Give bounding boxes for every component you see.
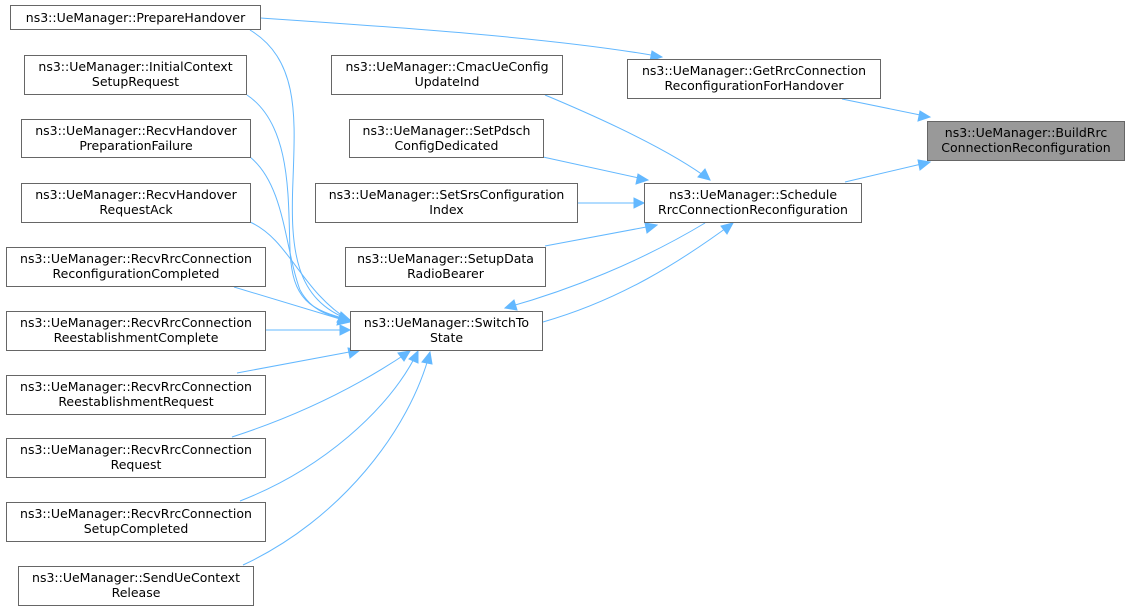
node-cmac-ue-config-update-ind[interactable]: ns3::UeManager::CmacUeConfig UpdateInd	[331, 55, 563, 95]
edge-setupdata-to-schedule	[544, 224, 658, 247]
edge-cmac-to-schedule	[544, 94, 711, 181]
node-label-line1: ns3::UeManager::RecvHandover	[35, 123, 237, 138]
node-switch-to-state[interactable]: ns3::UeManager::SwitchTo State	[350, 311, 543, 351]
edge-recvrrcreestrequest-to-switchto	[236, 349, 361, 374]
arrowhead	[635, 173, 650, 185]
edge-recvhandoverprepfail-to-switchto	[249, 156, 351, 321]
arrowhead	[421, 350, 433, 365]
edges-layer	[231, 17, 932, 566]
node-label-line1: ns3::UeManager::RecvHandover	[35, 187, 237, 202]
node-label-line2: State	[430, 330, 463, 345]
edge-schedule-to-switchto	[504, 222, 706, 309]
node-recv-rrc-connection-setup-completed[interactable]: ns3::UeManager::RecvRrcConnection SetupC…	[6, 502, 266, 542]
node-label-line1: ns3::UeManager::Schedule	[669, 187, 837, 202]
node-label-line1: ns3::UeManager::RecvRrcConnection	[20, 315, 252, 330]
edge-recvrrcsetupcompleted-to-switchto	[239, 350, 419, 502]
node-label-line1: ns3::UeManager::InitialContext	[38, 59, 232, 74]
node-label-line1: ns3::UeManager::GetRrcConnection	[642, 63, 866, 78]
node-recv-rrc-connection-reestablishment-complete[interactable]: ns3::UeManager::RecvRrcConnection Reesta…	[6, 311, 266, 351]
arrowhead	[503, 299, 518, 311]
node-label-line2: SetupRequest	[92, 74, 179, 89]
node-label-line1: ns3::UeManager::SwitchTo	[364, 315, 529, 330]
arrowhead	[397, 350, 411, 362]
node-recv-rrc-connection-reestablishment-request[interactable]: ns3::UeManager::RecvRrcConnection Reesta…	[6, 375, 266, 415]
arrowhead	[697, 168, 711, 181]
edge-recvrrcreconfigcompleted-to-switchto	[233, 286, 351, 323]
edge-recvhandoverreqack-to-switchto	[249, 221, 351, 322]
nodes-layer: ns3::UeManager::PrepareHandover ns3::UeM…	[6, 5, 1125, 606]
edge-get-rrc-to-build-rrc	[841, 98, 931, 118]
arrowhead	[720, 222, 734, 235]
node-set-pdsch-config-dedicated[interactable]: ns3::UeManager::SetPdsch ConfigDedicated	[349, 119, 544, 158]
edge-schedule-to-build-rrc	[844, 161, 931, 183]
node-label-line1: ns3::UeManager::BuildRrc	[945, 125, 1108, 140]
node-label-line2: ConnectionReconfiguration	[941, 140, 1110, 155]
node-label-line2: ReestablishmentComplete	[54, 330, 219, 345]
node-build-rrc-connection-reconfiguration[interactable]: ns3::UeManager::BuildRrc ConnectionRecon…	[927, 121, 1125, 161]
node-label-line1: ns3::UeManager::RecvRrcConnection	[20, 506, 252, 521]
arrowhead	[633, 197, 646, 209]
arrowhead	[917, 159, 932, 171]
node-label-line1: ns3::UeManager::RecvRrcConnection	[20, 379, 252, 394]
node-set-srs-configuration-index[interactable]: ns3::UeManager::SetSrsConfiguration Inde…	[315, 183, 578, 223]
node-label-line2: ConfigDedicated	[395, 138, 499, 153]
node-setup-data-radio-bearer[interactable]: ns3::UeManager::SetupData RadioBearer	[345, 247, 546, 287]
node-recv-handover-request-ack[interactable]: ns3::UeManager::RecvHandover RequestAck	[21, 183, 251, 223]
node-label-line1: ns3::UeManager::RecvRrcConnection	[20, 442, 252, 457]
node-label-line2: ReestablishmentRequest	[58, 394, 213, 409]
edge-switchto-to-schedule	[542, 222, 734, 323]
node-recv-rrc-connection-reconfiguration-completed[interactable]: ns3::UeManager::RecvRrcConnection Reconf…	[6, 247, 266, 287]
edge-recvrrcrequest-to-switchto	[231, 350, 411, 438]
node-label-line2: ReconfigurationForHandover	[664, 78, 844, 93]
node-label-line1: ns3::UeManager::CmacUeConfig	[345, 59, 548, 74]
edge-prepare-handover-to-get-rrc-connection	[260, 17, 663, 58]
node-label-line1: ns3::UeManager::SetupData	[357, 251, 534, 266]
edge-prepare-handover-to-switchto	[249, 29, 351, 321]
node-label-line1: ns3::UeManager::SendUeContext	[32, 570, 240, 585]
node-get-rrc-connection-reconfiguration-for-handover[interactable]: ns3::UeManager::GetRrcConnection Reconfi…	[627, 59, 881, 99]
node-initial-context-setup-request[interactable]: ns3::UeManager::InitialContext SetupRequ…	[24, 55, 247, 95]
node-label-line2: PreparationFailure	[79, 138, 193, 153]
arrowhead	[339, 324, 352, 336]
node-prepare-handover[interactable]: ns3::UeManager::PrepareHandover	[10, 5, 261, 30]
node-label-line1: ns3::UeManager::SetPdsch	[363, 123, 531, 138]
arrowhead	[408, 349, 419, 364]
node-label-line1: ns3::UeManager::RecvRrcConnection	[20, 251, 252, 266]
node-label-line2: RrcConnectionReconfiguration	[658, 202, 848, 217]
edge-senduecontextrelease-to-switchto	[242, 351, 431, 566]
node-label-line2: Release	[112, 585, 161, 600]
arrowhead	[644, 222, 659, 234]
node-label-line2: ReconfigurationCompleted	[53, 266, 220, 281]
node-label-line2: RequestAck	[99, 202, 173, 217]
node-label-line1: ns3::UeManager::PrepareHandover	[26, 10, 246, 25]
node-label-line2: UpdateInd	[415, 74, 480, 89]
node-send-ue-context-release[interactable]: ns3::UeManager::SendUeContext Release	[18, 566, 254, 606]
node-recv-handover-preparation-failure[interactable]: ns3::UeManager::RecvHandover Preparation…	[21, 119, 251, 158]
node-label-line2: Request	[111, 457, 162, 472]
arrowhead	[336, 314, 352, 326]
node-label-line2: Index	[429, 202, 463, 217]
node-recv-rrc-connection-request[interactable]: ns3::UeManager::RecvRrcConnection Reques…	[6, 438, 266, 478]
node-label-line2: SetupCompleted	[84, 521, 189, 536]
arrowhead	[917, 110, 932, 122]
node-label-line2: RadioBearer	[407, 266, 485, 281]
node-schedule-rrc-connection-reconfiguration[interactable]: ns3::UeManager::Schedule RrcConnectionRe…	[644, 183, 862, 223]
edge-setpdsch-to-schedule	[542, 156, 649, 181]
node-label-line1: ns3::UeManager::SetSrsConfiguration	[329, 187, 565, 202]
